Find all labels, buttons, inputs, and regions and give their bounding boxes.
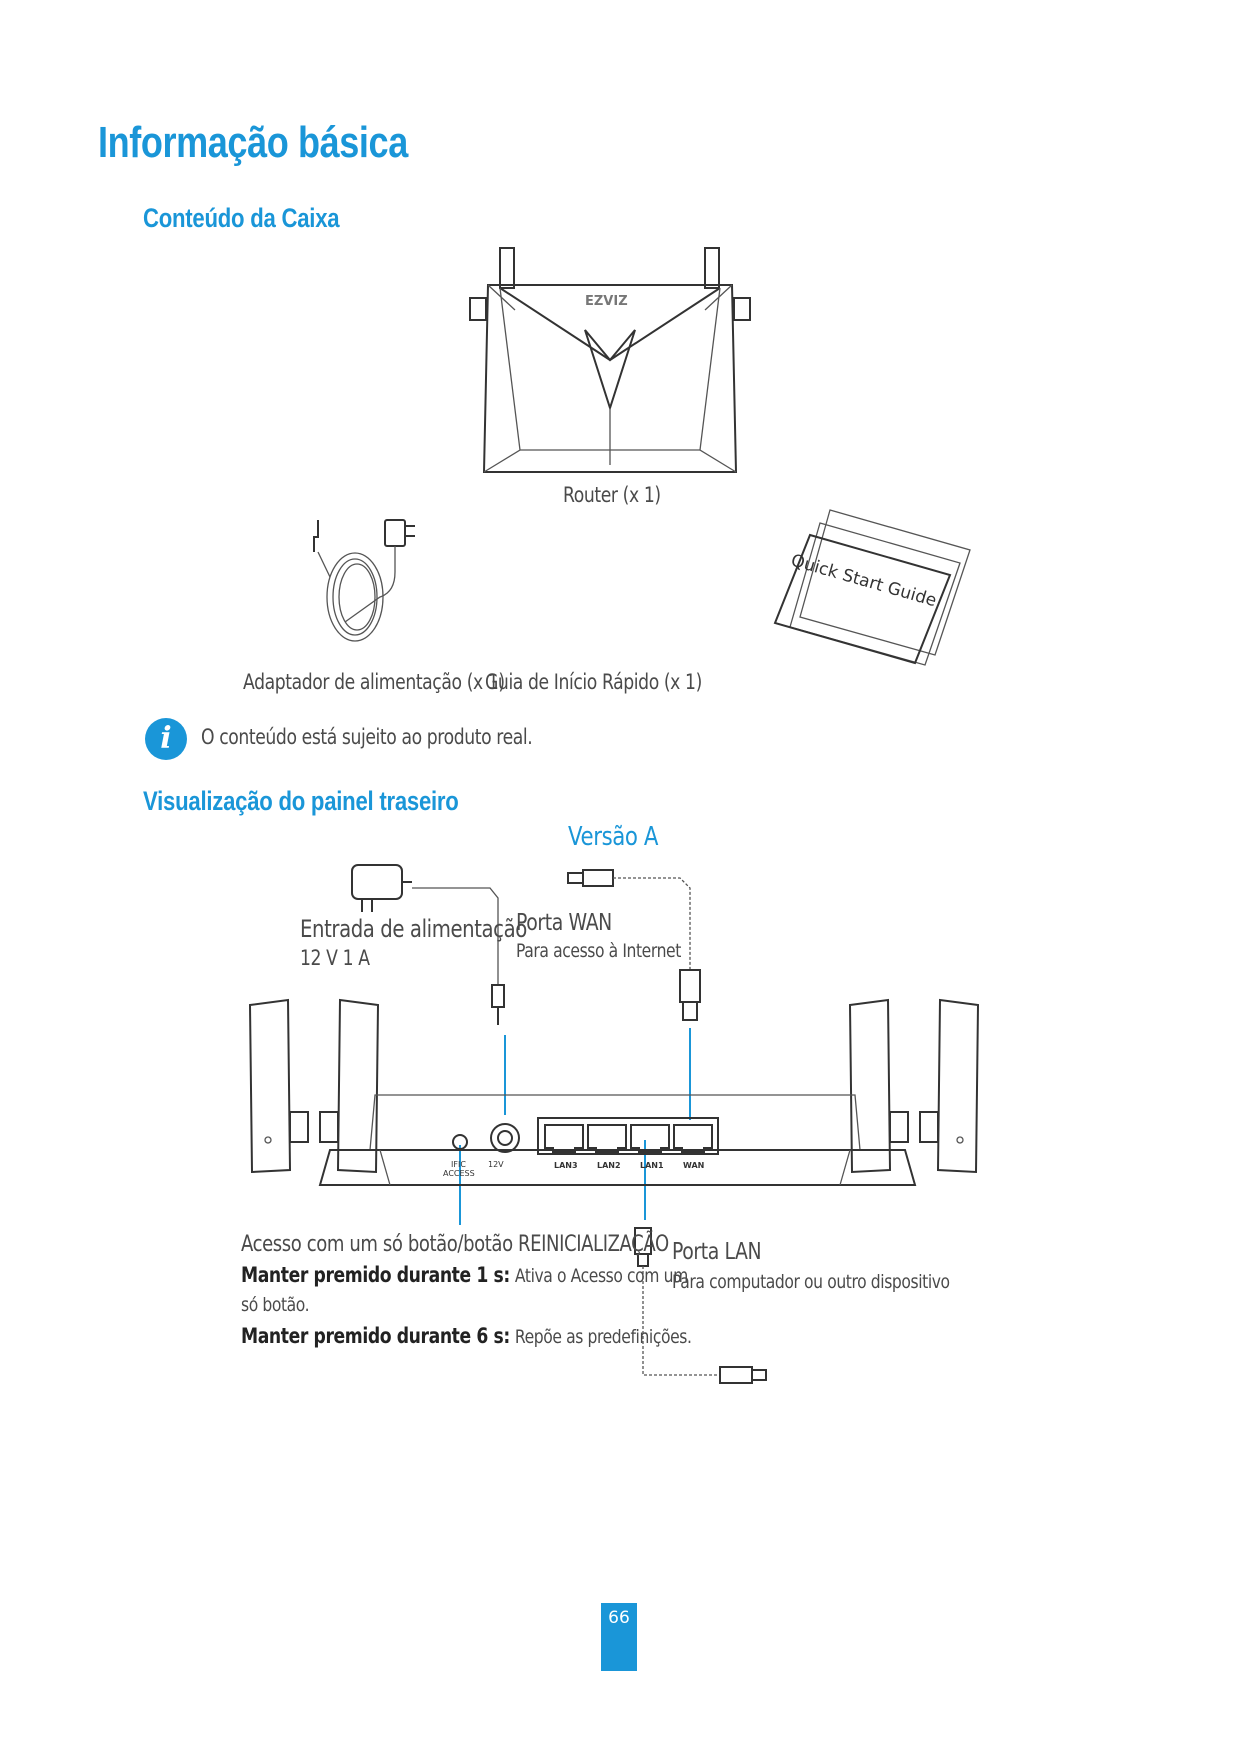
router-rear-body (318, 1149, 917, 1186)
router-brand-logo: EZVIZ (585, 294, 628, 309)
antenna-inner-left (336, 998, 380, 1174)
router-front-illustration: EZVIZ (469, 247, 751, 473)
power-input-title: Entrada de alimentação (300, 915, 527, 943)
lan2-label: LAN2 (597, 1161, 621, 1170)
power-12v-label: 12V (488, 1160, 504, 1169)
page-number-badge: 66 (601, 1603, 637, 1671)
ethernet-ports-block (537, 1117, 719, 1155)
lan-port-title: Porta LAN (672, 1239, 762, 1265)
antenna-inner-right (848, 998, 892, 1174)
lan2-port (587, 1124, 627, 1153)
note-text: O conteúdo está sujeito ao produto real. (201, 725, 533, 749)
lan3-label: LAN3 (554, 1161, 578, 1170)
reset-hold-1s-label: Manter premido durante 1 s: (241, 1263, 510, 1287)
adapter-caption: Adaptador de alimentação (x 1) (243, 670, 505, 694)
power-input-spec: 12 V 1 A (300, 946, 370, 970)
reset-hold-1s-text-a: Ativa o Acesso com um (514, 1265, 688, 1287)
power-jack (490, 1123, 520, 1153)
ific-label: IFIC (451, 1160, 466, 1169)
side-antenna-right (733, 297, 751, 321)
antenna-outer-left (248, 998, 292, 1174)
guide-caption: Guia de Início Rápido (x 1) (485, 670, 702, 694)
lan1-label: LAN1 (640, 1161, 664, 1170)
wan-port (673, 1124, 713, 1153)
wan-label: WAN (683, 1161, 704, 1170)
reset-hold-1s-text-b: só botão. (241, 1294, 310, 1316)
antenna-right (704, 247, 720, 289)
reset-hold-6s: Manter premido durante 6 s: Repõe as pre… (241, 1324, 692, 1348)
adapter-barrel-connector (313, 520, 319, 552)
access-label: ACCESS (443, 1169, 475, 1178)
lan-cable-icon (634, 1227, 767, 1384)
reset-hold-6s-text: Repõe as predefinições. (514, 1326, 692, 1348)
section-heading-rear-panel: Visualização do painel traseiro (143, 786, 459, 816)
power-adapter-icon (351, 864, 505, 1025)
wan-port-title: Porta WAN (516, 910, 612, 936)
power-adapter-illustration (313, 519, 415, 642)
side-antenna-left (469, 297, 487, 321)
guide-cover-text: Quick Start Guide (789, 551, 939, 612)
reset-hold-1s: Manter premido durante 1 s: Ativa o Aces… (241, 1263, 688, 1287)
quick-start-guide-illustration: Quick Start Guide (773, 509, 971, 666)
router-caption: Router (x 1) (563, 483, 661, 507)
reset-button (452, 1134, 468, 1150)
rear-panel-diagram: IFIC ACCESS 12V LAN3 LAN2 LAN1 WAN (248, 864, 980, 1384)
antenna-left (499, 247, 515, 289)
adapter-plug (384, 519, 406, 547)
wan-port-subtitle: Para acesso à Internet (516, 940, 681, 962)
lan3-port (544, 1124, 584, 1153)
section-heading-box-contents: Conteúdo da Caixa (143, 203, 340, 233)
lan1-port (630, 1124, 670, 1153)
version-label: Versão A (568, 822, 659, 852)
antenna-outer-right (936, 998, 980, 1174)
reset-button-title: Acesso com um só botão/botão REINICIALIZ… (241, 1232, 669, 1257)
wan-cable-icon (567, 869, 701, 1021)
lan-port-subtitle: Para computador ou outro dispositivo (672, 1271, 950, 1293)
guide-booklet (773, 533, 952, 665)
info-icon: i (145, 718, 187, 760)
reset-hold-6s-label: Manter premido durante 6 s: (241, 1324, 510, 1348)
page-title: Informação básica (98, 118, 408, 167)
